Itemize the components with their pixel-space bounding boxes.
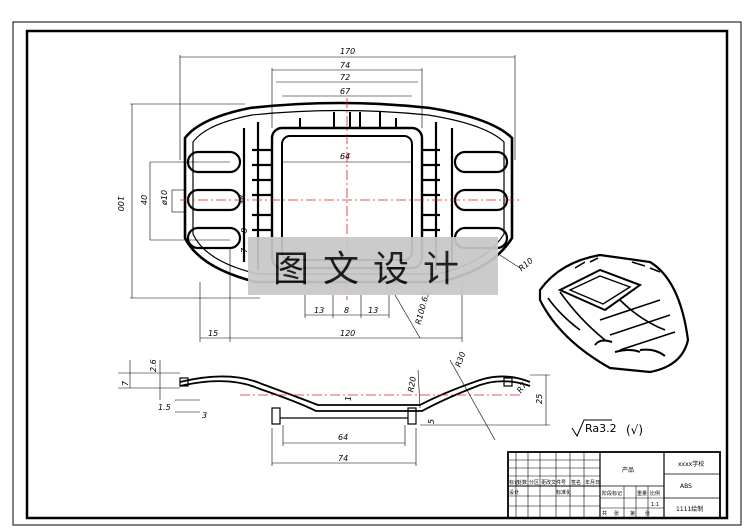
dim-67: 67 — [340, 87, 351, 96]
left-slots — [186, 150, 242, 250]
isometric-view — [538, 253, 690, 374]
cell-sheet-no: 第 — [630, 510, 635, 517]
title-block-text: xxxx学校 产品 ABS 1111绘制 标记 处数 分区 更改文件号 签名 年… — [509, 460, 704, 517]
section-dim-text: 2.6 7 1.5 3 1 64 74 5 R20 R30 R7 25 — [121, 351, 544, 463]
section-view — [179, 375, 531, 425]
cell-sheets: 张 — [614, 510, 619, 517]
dim-40: 40 — [140, 195, 149, 205]
cell-stage: 阶段标记 — [602, 490, 622, 497]
surface-finish-value: Ra3.2 — [585, 422, 617, 435]
top-view — [180, 98, 520, 300]
outer-outline — [183, 101, 514, 284]
cell-standard: 标准化 — [556, 489, 571, 496]
dim-170: 170 — [340, 47, 355, 56]
cell-count: 处数 — [517, 479, 527, 486]
school-name: xxxx学校 — [678, 460, 704, 468]
surface-finish: Ra3.2 (√) — [571, 419, 643, 438]
dim-64: 64 — [340, 152, 350, 161]
dim-r100: R100.63 — [414, 291, 431, 326]
dim-7: 7 — [240, 247, 249, 253]
watermark-text: 图文设计 — [272, 249, 473, 290]
dim-15: 15 — [208, 329, 218, 338]
top-tabs — [299, 112, 397, 128]
section-dimensions — [118, 359, 550, 466]
title-block — [507, 451, 721, 519]
top-view-dimensions — [130, 55, 521, 342]
dim-8-mid: 8 — [344, 306, 349, 315]
dim-13-right: 13 — [368, 306, 378, 315]
inner-border — [25, 29, 729, 520]
cell-sign: 签名 — [571, 479, 581, 486]
cell-sheet-unit: 张 — [645, 510, 650, 517]
cell-change-doc: 更改文件号 — [541, 479, 566, 486]
dim-38: 38 — [238, 195, 247, 205]
dim-r30: R30 — [454, 351, 468, 369]
dim-74: 74 — [340, 61, 350, 70]
cell-zone: 分区 — [529, 479, 539, 486]
material-label: ABS — [680, 483, 692, 490]
dim-74-sec: 74 — [338, 454, 348, 463]
dim-72: 72 — [340, 73, 350, 82]
cell-weight: 重量 — [637, 490, 647, 497]
finish-symbol-icon — [571, 419, 612, 438]
cell-mark: 标记 — [509, 479, 519, 486]
dim-5: 5 — [427, 419, 436, 424]
cell-scale-value: 1:1 — [651, 502, 659, 508]
dim-100: 100 — [116, 196, 125, 211]
product-label: 产品 — [622, 466, 634, 474]
dim-13-left: 13 — [314, 306, 324, 315]
watermark-box: 图文设计 — [248, 237, 498, 295]
surface-finish-paren: (√) — [626, 423, 643, 437]
dim-3: 3 — [202, 411, 207, 420]
dim-r20: R20 — [406, 376, 418, 393]
author-label: 1111绘制 — [676, 505, 703, 513]
outer-border — [12, 21, 742, 526]
dim-64-sec: 64 — [338, 433, 348, 442]
dim-phi10: ø10 — [160, 190, 169, 206]
cell-design: 设计 — [509, 489, 519, 496]
dim-1-5: 1.5 — [158, 403, 171, 412]
dim-25: 25 — [535, 394, 544, 404]
inner-outline — [192, 109, 505, 275]
dim-1: 1 — [344, 396, 353, 401]
cell-scale: 比例 — [650, 490, 660, 497]
dim-8: 8 — [240, 228, 249, 233]
cell-date: 年月日 — [585, 479, 600, 486]
dim-120: 120 — [340, 329, 355, 338]
cell-total: 共 — [602, 510, 607, 517]
dim-r10: R10 — [517, 256, 535, 273]
dim-2-6: 2.6 — [149, 359, 158, 372]
dim-7-sec: 7 — [121, 380, 130, 386]
